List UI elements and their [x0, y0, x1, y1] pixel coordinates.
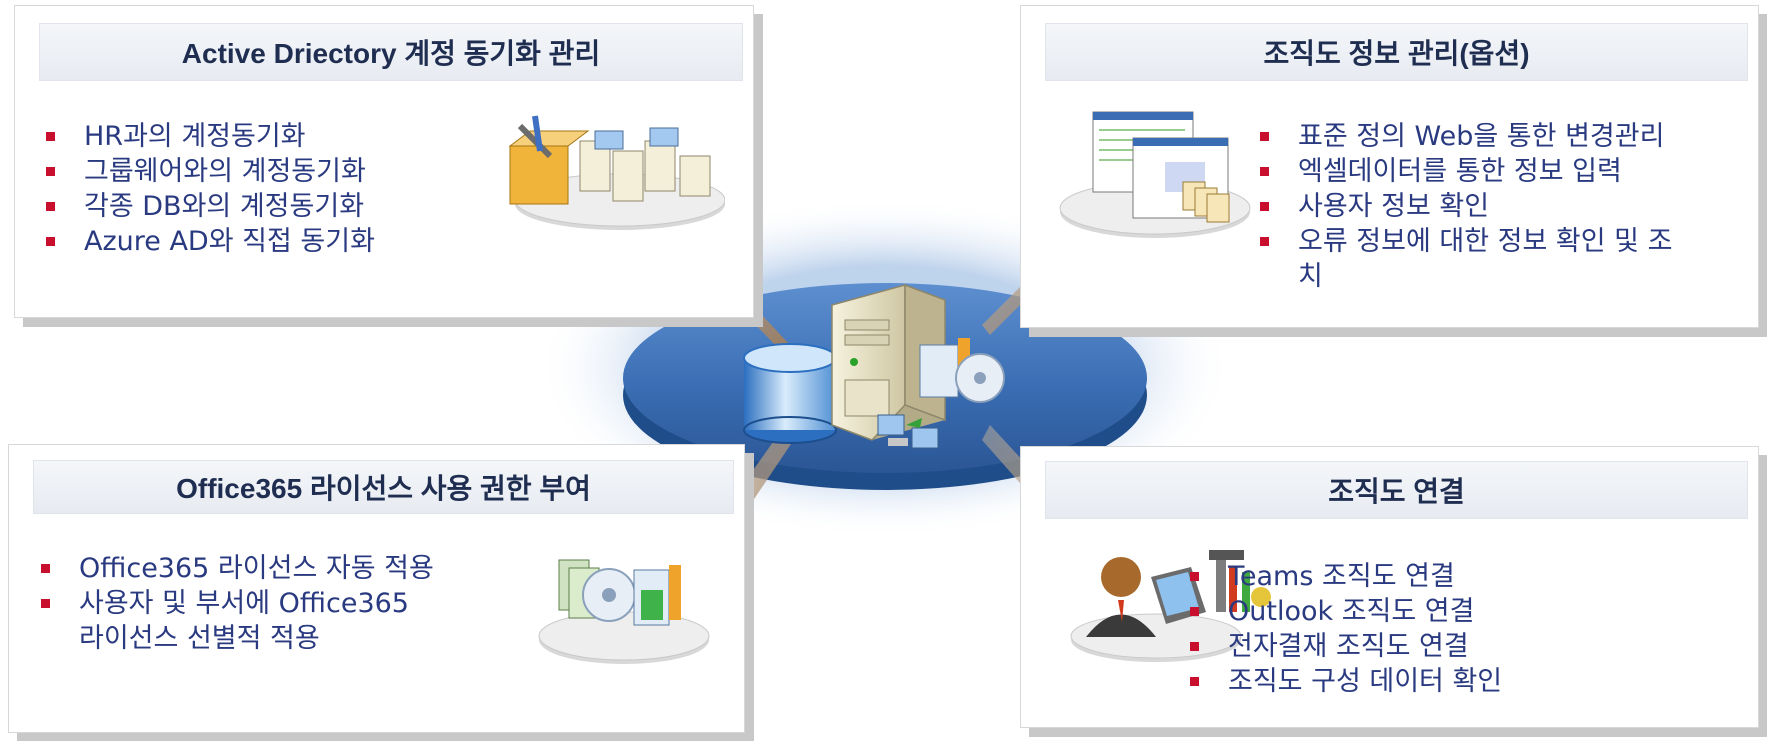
list-item: 그룹웨어와의 계정동기화	[40, 154, 480, 189]
list-item: 각종 DB와의 계정동기화	[40, 189, 480, 224]
list-item: Teams 조직도 연결	[1184, 559, 1604, 594]
list-item: 조직도 구성 데이터 확인	[1184, 664, 1604, 699]
card-title: 조직도 연결	[1045, 461, 1748, 519]
software-package-cd-icon	[529, 540, 729, 674]
list-item: Office365 라이선스 자동 적용	[35, 551, 455, 586]
bullet-list: 표준 정의 Web을 통한 변경관리 엑셀데이터를 통한 정보 입력 사용자 정…	[1254, 119, 1724, 294]
list-item: 오류 정보에 대한 정보 확인 및 조치	[1254, 224, 1678, 294]
database-cylinder-icon	[743, 343, 837, 444]
bullet-list: Office365 라이선스 자동 적용 사용자 및 부서에 Office365…	[35, 551, 455, 656]
card-title: 조직도 정보 관리(옵션)	[1045, 23, 1748, 81]
card-office365-license: Office365 라이선스 사용 권한 부여 Office365 라이선스 자…	[8, 444, 745, 733]
list-item: Outlook 조직도 연결	[1184, 594, 1604, 629]
card-org-chart-management: 조직도 정보 관리(옵션) 표준 정의 Web을 통한 변경관리	[1020, 5, 1759, 328]
network-computers-icon	[877, 414, 939, 449]
card-title: Office365 라이선스 사용 권한 부여	[33, 460, 734, 514]
list-item: 엑셀데이터를 통한 정보 입력	[1254, 154, 1724, 189]
spreadsheet-documents-icon	[1055, 102, 1255, 246]
tools-and-servers-icon	[495, 106, 726, 240]
server-tower-icon	[831, 283, 946, 441]
card-org-chart-link: 조직도 연결 Teams 조직도 연결 Outlook 조직도 연결 전자결재 …	[1020, 446, 1759, 728]
list-item: HR과의 계정동기화	[40, 119, 480, 154]
list-item: Azure AD와 직접 동기화	[40, 224, 480, 259]
card-title: Active Driectory 계정 동기화 관리	[39, 23, 743, 81]
user-laptop-tools-icon	[1066, 542, 1296, 666]
list-item: 전자결재 조직도 연결	[1184, 629, 1604, 664]
software-box-icon	[919, 338, 1005, 403]
bullet-list: Teams 조직도 연결 Outlook 조직도 연결 전자결재 조직도 연결 …	[1184, 559, 1604, 699]
list-item: 표준 정의 Web을 통한 변경관리	[1254, 119, 1724, 154]
card-ad-sync: Active Driectory 계정 동기화 관리 HR과의 계정동기화 그룹…	[14, 5, 754, 318]
list-item: 사용자 및 부서에 Office365 라이선스 선별적 적용	[35, 586, 439, 656]
list-item: 사용자 정보 확인	[1254, 189, 1724, 224]
bullet-list: HR과의 계정동기화 그룹웨어와의 계정동기화 각종 DB와의 계정동기화 Az…	[40, 119, 480, 259]
